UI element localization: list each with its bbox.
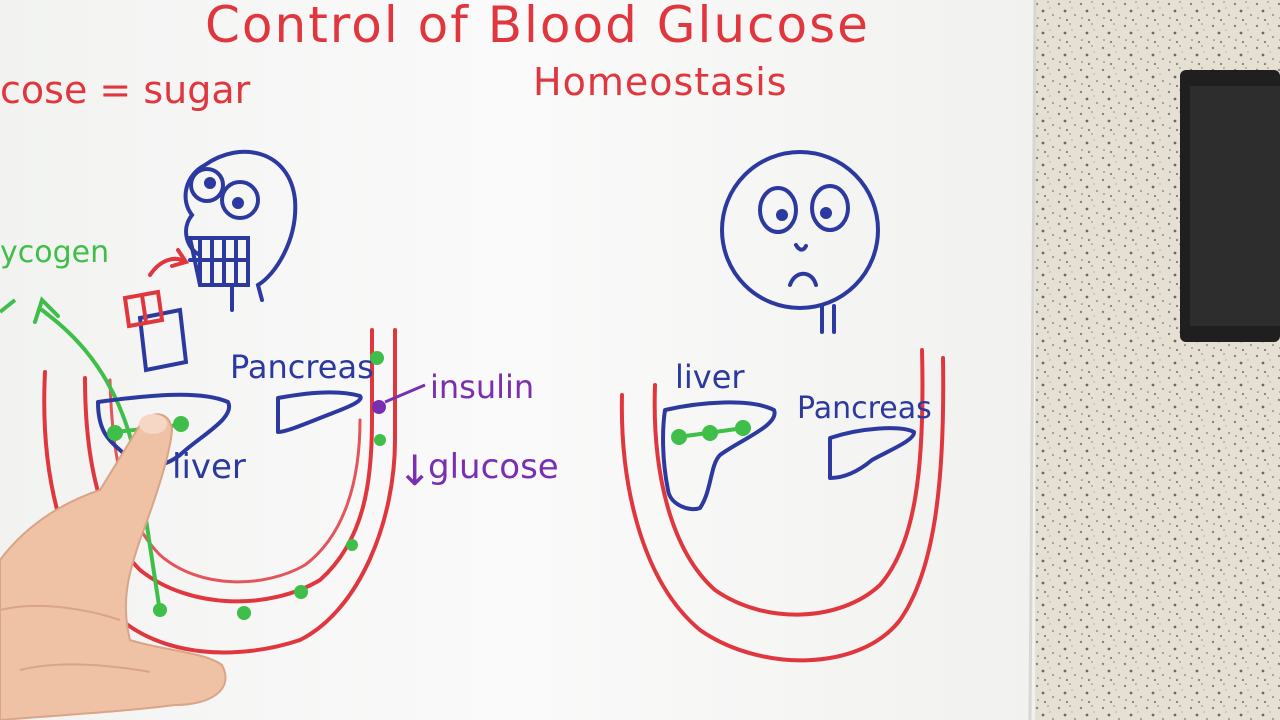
glycogen-label: ycogen <box>0 235 109 270</box>
board-subtitle: Homeostasis <box>533 60 788 104</box>
right-body-outline-inner <box>652 348 925 617</box>
right-pancreas-label: Pancreas <box>797 391 932 426</box>
left-liver-shape <box>96 392 232 468</box>
scared-face-drawing <box>183 149 298 312</box>
right-liver-shape <box>661 400 777 511</box>
right-liver-glycogen-chain <box>671 420 751 445</box>
chocolate-bar-drawing <box>122 248 190 373</box>
board-title: Control of Blood Glucose <box>205 0 870 54</box>
left-liver-glucose-dot <box>107 425 123 441</box>
pointing-hand <box>0 413 227 720</box>
right-pancreas-shape <box>828 426 916 480</box>
glucose-sugar-note: cose = sugar <box>0 68 251 112</box>
left-pancreas-label: Pancreas <box>230 348 374 386</box>
left-liver-glucose-dot <box>173 416 189 432</box>
left-body-outline-inner <box>83 328 374 604</box>
left-liver-label: liver <box>172 447 246 487</box>
black-wall-object <box>1180 70 1280 342</box>
right-liver-label: liver <box>675 358 745 396</box>
sad-face-drawing <box>720 150 880 334</box>
glucose-label: glucose <box>428 447 559 487</box>
insulin-label: insulin <box>430 368 534 406</box>
insulin-dot <box>372 400 386 414</box>
left-pancreas-shape <box>276 390 363 434</box>
glucose-down-arrow: ↓ <box>397 446 432 495</box>
left-body-outline-outer <box>42 328 397 655</box>
right-body-outline-outer <box>619 356 946 663</box>
